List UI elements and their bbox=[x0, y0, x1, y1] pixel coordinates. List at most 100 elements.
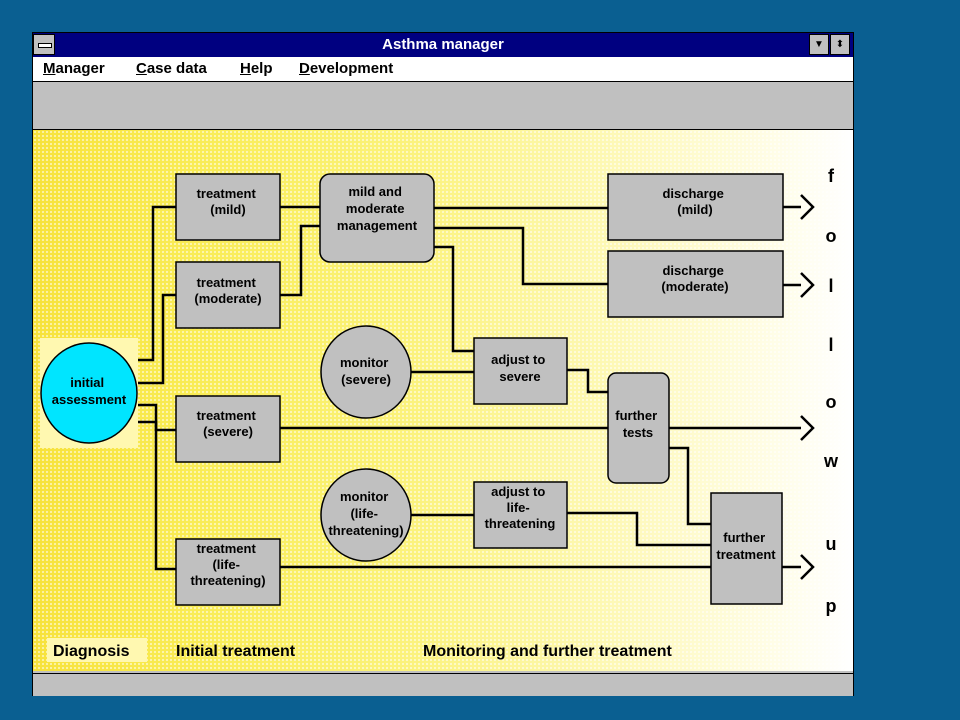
menu-manager-mnemonic: M bbox=[43, 60, 56, 77]
menu-manager[interactable]: Manager bbox=[43, 60, 105, 77]
line-adjust-severe-to-tests bbox=[567, 368, 608, 394]
section-initial-treatment: Initial treatment bbox=[176, 643, 296, 660]
title-bar[interactable]: Asthma manager ▼ ⬍ bbox=[33, 33, 853, 57]
treatment-moderate-box[interactable] bbox=[175, 261, 281, 329]
line-initial-to-mild bbox=[133, 205, 176, 362]
menu-case-data[interactable]: Case data bbox=[136, 60, 207, 77]
follow-letter-8: p bbox=[826, 596, 837, 616]
line-moderate-to-mgmt bbox=[280, 224, 320, 297]
triangle-down-icon: ▼ bbox=[814, 39, 824, 50]
follow-letter-3: l bbox=[828, 276, 833, 296]
menu-help[interactable]: Help bbox=[240, 60, 273, 77]
adjust-severe-label: adjust to severe bbox=[491, 352, 549, 384]
adjust-life-label: adjust to life- threatening bbox=[485, 484, 556, 531]
window-title: Asthma manager bbox=[382, 36, 504, 53]
toolbar-area bbox=[33, 85, 853, 130]
monitor-life-line2: (life- bbox=[350, 506, 377, 521]
menu-bar: Manager Case data Help Development bbox=[33, 57, 853, 82]
menu-development-mnemonic: D bbox=[299, 60, 310, 77]
monitor-severe-label: monitor (severe) bbox=[340, 355, 392, 387]
restore-button[interactable]: ⬍ bbox=[830, 34, 850, 55]
treatment-life-line3: threatening) bbox=[190, 573, 265, 588]
treatment-moderate-line2: (moderate) bbox=[194, 291, 261, 306]
further-tests-line1: further bbox=[615, 408, 657, 423]
mild-moderate-management-label: mild and moderate management bbox=[337, 184, 418, 233]
follow-letter-1: f bbox=[828, 166, 835, 186]
section-monitoring: Monitoring and further treatment bbox=[423, 643, 673, 660]
menu-case-data-mnemonic: C bbox=[136, 60, 147, 77]
initial-assessment-node[interactable] bbox=[40, 342, 138, 444]
discharge-moderate-label: discharge (moderate) bbox=[661, 263, 728, 294]
menu-help-rest: elp bbox=[250, 60, 273, 77]
restore-icon: ⬍ bbox=[835, 39, 845, 50]
follow-letter-6: w bbox=[823, 451, 839, 471]
arrowhead-discharge-moderate bbox=[800, 272, 815, 298]
treatment-severe-box[interactable] bbox=[175, 395, 281, 463]
app-window: Asthma manager ▼ ⬍ Manager Case data Hel… bbox=[32, 32, 854, 696]
treatment-life-line1: treatment bbox=[197, 541, 257, 556]
follow-letter-7: u bbox=[826, 534, 837, 554]
treatment-life-label: treatment (life- threatening) bbox=[190, 541, 265, 588]
further-treatment-line1: further bbox=[723, 530, 765, 545]
line-tests-to-further-treatment bbox=[669, 446, 711, 526]
treatment-moderate-label: treatment (moderate) bbox=[194, 275, 261, 306]
adjust-severe-box[interactable] bbox=[473, 337, 568, 405]
menu-manager-rest: anager bbox=[55, 60, 105, 77]
monitor-life-node[interactable] bbox=[320, 468, 412, 562]
line-mgmt-to-discharge-moderate bbox=[434, 226, 608, 286]
discharge-moderate-box[interactable] bbox=[607, 250, 784, 318]
diagram-canvas: initial assessment treatment (mild) trea… bbox=[33, 130, 853, 671]
treatment-mild-box[interactable] bbox=[175, 173, 281, 241]
monitor-severe-line2: (severe) bbox=[341, 372, 391, 387]
menu-development-rest: evelopment bbox=[309, 60, 394, 77]
further-treatment-line2: treatment bbox=[716, 547, 776, 562]
monitor-life-label: monitor (life- threatening) bbox=[328, 489, 403, 538]
treatment-mild-label: treatment (mild) bbox=[197, 186, 260, 217]
discharge-moderate-line2: (moderate) bbox=[661, 279, 728, 294]
monitor-severe-node[interactable] bbox=[320, 325, 412, 419]
further-treatment-box[interactable] bbox=[710, 492, 783, 605]
follow-letter-5: o bbox=[826, 392, 837, 412]
further-tests-line2: tests bbox=[623, 425, 653, 440]
menu-case-data-rest: ase data bbox=[146, 60, 207, 77]
line-initial-to-moderate bbox=[133, 293, 176, 385]
mild-moderate-management-box[interactable] bbox=[319, 173, 435, 263]
further-tests-box[interactable] bbox=[607, 372, 670, 484]
arrowhead-severe bbox=[800, 415, 815, 441]
section-diagnosis: Diagnosis bbox=[53, 643, 130, 660]
follow-up-label: f o l l o w u p bbox=[823, 166, 839, 616]
adjust-life-line2: life- bbox=[507, 500, 530, 515]
minimize-button[interactable]: ▼ bbox=[809, 34, 829, 55]
adjust-severe-line1: adjust to bbox=[491, 352, 545, 367]
initial-assessment-line1: initial bbox=[70, 375, 104, 390]
treatment-mild-line2: (mild) bbox=[210, 202, 245, 217]
system-menu-button[interactable] bbox=[33, 34, 55, 55]
treatment-mild-line1: treatment bbox=[197, 186, 257, 201]
initial-assessment-line2: assessment bbox=[52, 392, 127, 407]
monitor-severe-line1: monitor bbox=[340, 355, 388, 370]
discharge-mild-line2: (mild) bbox=[677, 202, 712, 217]
adjust-life-box[interactable] bbox=[473, 481, 568, 549]
line-mgmt-to-adjust-severe bbox=[434, 245, 474, 353]
treatment-severe-line2: (severe) bbox=[203, 424, 253, 439]
initial-assessment-label: initial assessment bbox=[52, 375, 127, 407]
menu-development[interactable]: Development bbox=[299, 60, 393, 77]
discharge-mild-label: discharge (mild) bbox=[662, 186, 727, 217]
discharge-mild-box[interactable] bbox=[607, 173, 784, 241]
arrowhead-discharge-mild bbox=[800, 194, 815, 220]
connector-lines bbox=[128, 194, 815, 580]
system-menu-icon bbox=[38, 43, 52, 48]
line-initial-to-severe bbox=[133, 403, 176, 432]
discharge-mild-line1: discharge bbox=[662, 186, 723, 201]
discharge-moderate-line1: discharge bbox=[662, 263, 723, 278]
management-line2: moderate bbox=[346, 201, 405, 216]
monitor-life-line1: monitor bbox=[340, 489, 388, 504]
flow-diagram: initial assessment treatment (mild) trea… bbox=[40, 166, 839, 662]
line-initial-to-life bbox=[128, 420, 176, 571]
adjust-life-line1: adjust to bbox=[491, 484, 545, 499]
adjust-severe-line2: severe bbox=[499, 369, 540, 384]
further-treatment-label: further treatment bbox=[716, 530, 776, 562]
treatment-moderate-line1: treatment bbox=[197, 275, 257, 290]
treatment-severe-label: treatment (severe) bbox=[197, 408, 260, 439]
treatment-life-box[interactable] bbox=[175, 538, 281, 606]
